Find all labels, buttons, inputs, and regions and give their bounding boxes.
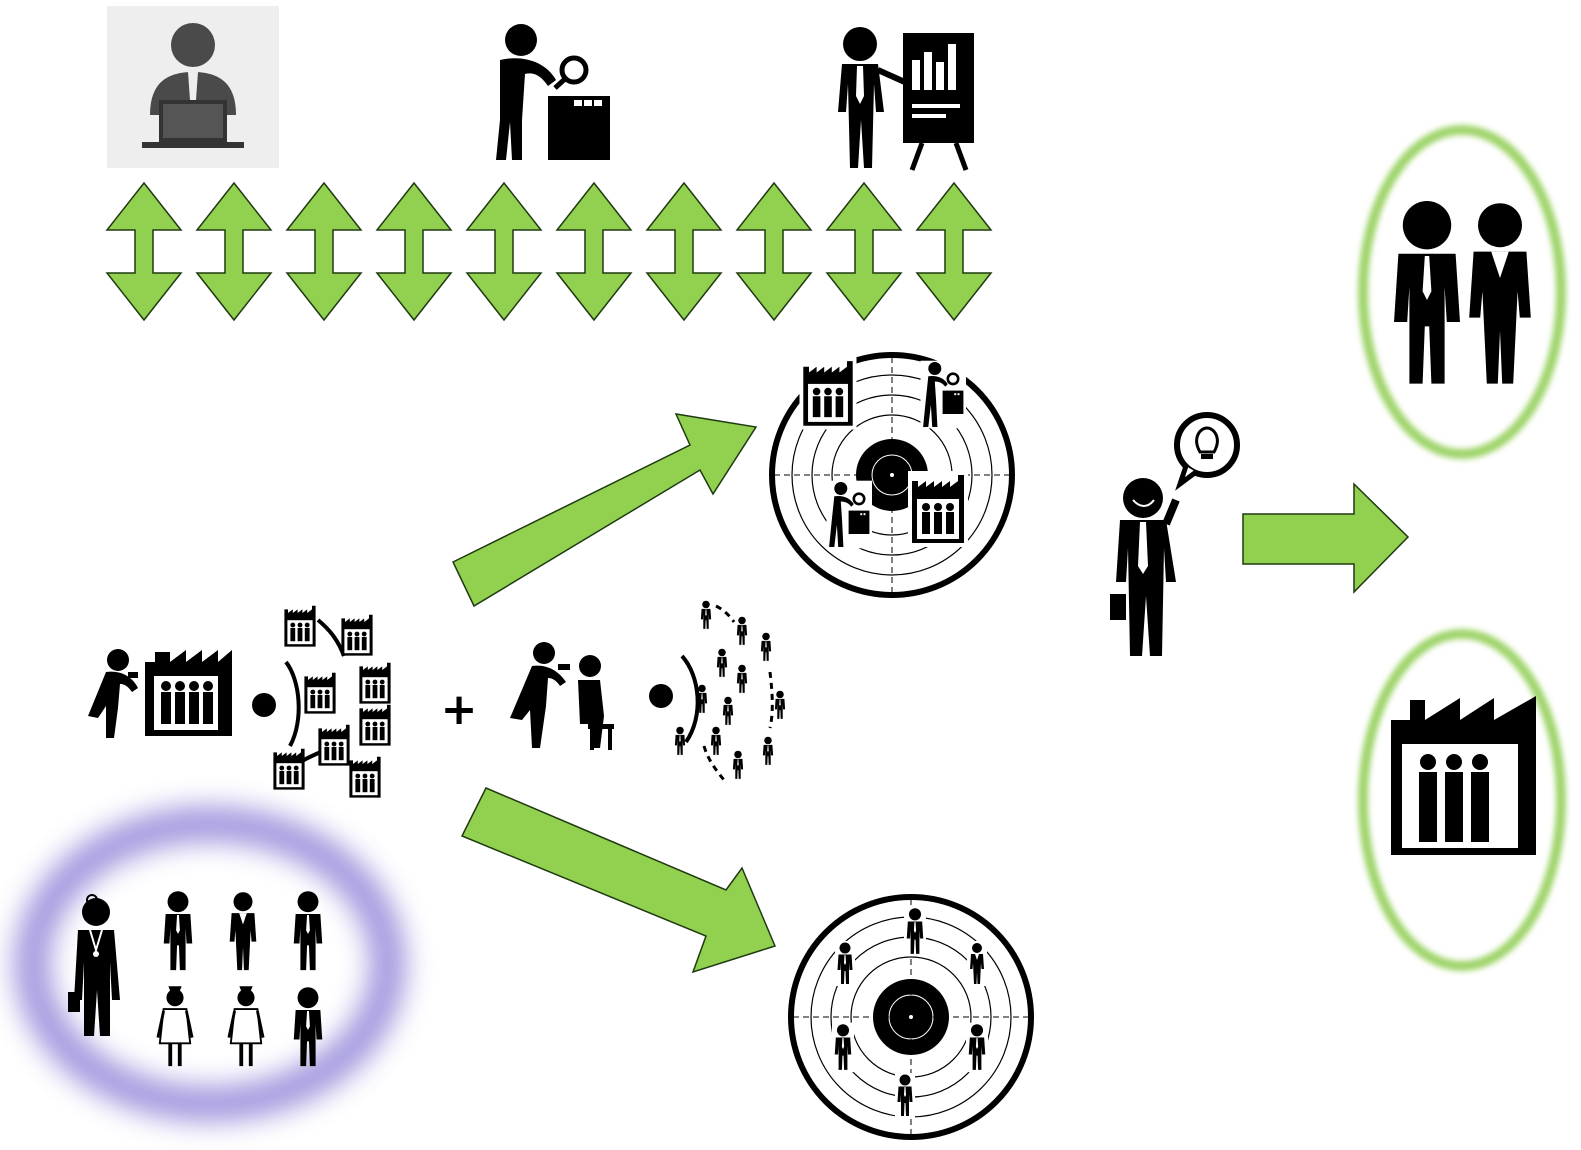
businesswoman-icon (229, 892, 257, 971)
plus-sign: + (441, 684, 478, 735)
nurse-icon (227, 984, 265, 1068)
double-arrow-icon (735, 181, 813, 322)
presenter-with-chart-icon (838, 27, 974, 171)
outcome-organization-ring (1358, 629, 1566, 971)
double-arrow-row (105, 181, 993, 322)
arrow-to-individual-target (460, 787, 777, 974)
factory-sample-cluster-icon (273, 605, 391, 798)
businessman-icon (163, 891, 193, 971)
organization-target-icon (769, 352, 1015, 598)
double-arrow-icon (915, 181, 993, 322)
double-arrow-icon (195, 181, 273, 322)
businessman-with-idea-icon (1110, 412, 1240, 656)
person-at-laptop-icon (107, 6, 279, 168)
double-arrow-icon (105, 181, 183, 322)
double-arrow-icon (375, 181, 453, 322)
sample-dot-icon (252, 693, 276, 717)
nurse-icon (156, 984, 194, 1068)
double-arrow-icon (555, 181, 633, 322)
population-group (15, 807, 405, 1121)
factory-workers-icon (1391, 696, 1536, 855)
doctor-icon (68, 894, 120, 1036)
double-arrow-icon (285, 181, 363, 322)
sample-dot-icon (649, 684, 673, 708)
double-arrow-icon (465, 181, 543, 322)
suited-man-icon (293, 987, 323, 1067)
businessman-icon (293, 891, 323, 971)
people-pair-icon (1394, 201, 1531, 384)
people-sample-cluster-icon (674, 600, 786, 781)
individual-target-icon (788, 894, 1034, 1140)
interviewer-with-factory-icon (88, 649, 232, 738)
inspector-with-magnifier-icon (496, 24, 610, 160)
interviewer-with-seated-person-icon (510, 642, 614, 750)
double-arrow-icon (645, 181, 723, 322)
arrow-to-organization-target (452, 413, 758, 608)
double-arrow-icon (825, 181, 903, 322)
outcome-people-ring (1358, 125, 1566, 459)
arrow-to-outcomes (1242, 482, 1410, 594)
